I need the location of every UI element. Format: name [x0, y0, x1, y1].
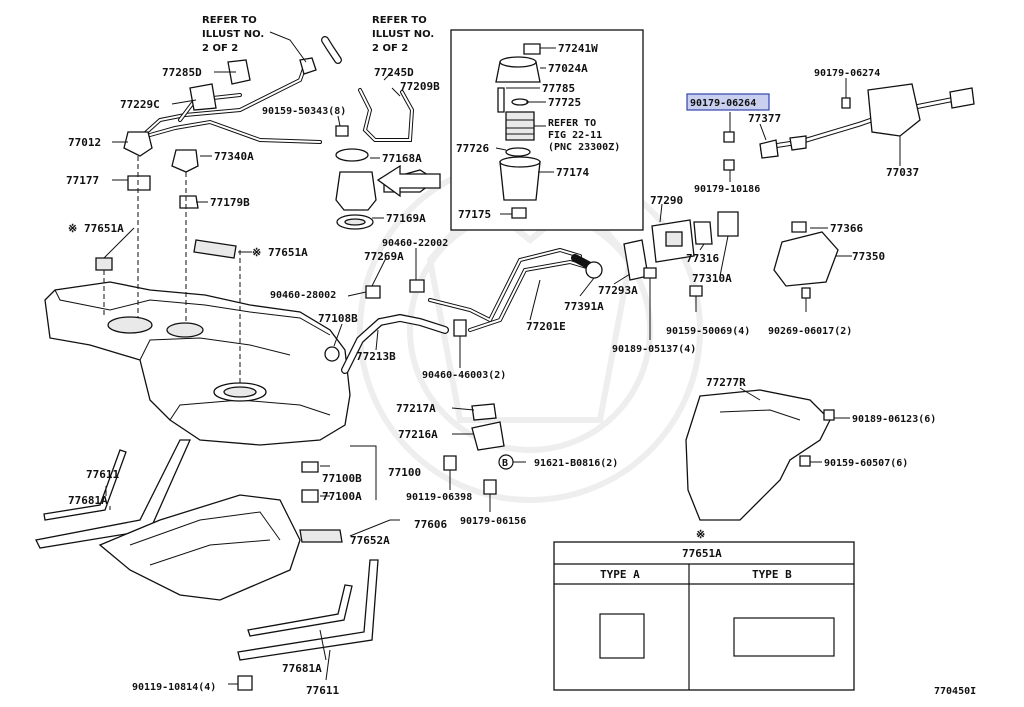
label-77651A-left: 77651A [84, 222, 124, 235]
type-table-col-b: TYPE B [752, 568, 792, 581]
label-77209B: 77209B [400, 80, 440, 93]
label-77277R: 77277R [706, 376, 746, 389]
label-90460-28002: 90460-28002 [270, 290, 336, 301]
label-91621-B0816: 91621-B0816(2) [534, 458, 618, 469]
label-77175: 77175 [458, 208, 491, 221]
label-77177: 77177 [66, 174, 99, 187]
label-90460-46003: 90460-46003(2) [422, 370, 506, 381]
label-77108B: 77108B [318, 312, 358, 325]
label-90179-10186: 90179-10186 [694, 184, 760, 195]
label-90269-06017: 90269-06017(2) [768, 326, 852, 337]
note-refer-illus-left-2: ILLUST NO. [202, 29, 264, 40]
label-77201E: 77201E [526, 320, 566, 333]
circle-b-marker [498, 454, 514, 470]
label-77391A: 77391A [564, 300, 604, 313]
note-refer-fig-1: REFER TO [548, 118, 596, 129]
type-table: ※ 77651A TYPE A TYPE B [553, 528, 855, 691]
grommets-left [95, 131, 241, 386]
vent-pipes [138, 36, 342, 144]
label-77100B: 77100B [322, 472, 362, 485]
pointer-arrow [376, 164, 441, 198]
label-90119-06398: 90119-06398 [406, 492, 472, 503]
label-77377: 77377 [748, 112, 781, 125]
label-90179-06264: 90179-06264 [690, 98, 756, 109]
note-refer-illus-right-1: REFER TO [372, 15, 427, 26]
note-refer-illus-right-2: ILLUST NO. [372, 29, 434, 40]
label-77606: 77606 [414, 518, 447, 531]
circle-b-letter: B [502, 458, 508, 469]
label-77310A: 77310A [692, 272, 732, 285]
opener-cable [723, 83, 975, 171]
note-refer-illus-left-3: 2 OF 2 [202, 43, 238, 54]
tank-brackets [35, 439, 379, 691]
asterisk-left: ※ [68, 222, 77, 235]
type-b-shape [733, 617, 835, 657]
label-77611-top: 77611 [86, 468, 119, 481]
label-90159-60507: 90159-60507(6) [824, 458, 908, 469]
label-77169A: 77169A [386, 212, 426, 225]
label-90159-50069: 90159-50069(4) [666, 326, 750, 337]
callout-labels: REFER TO ILLUST NO. 2 OF 2 REFER TO ILLU… [66, 15, 936, 697]
label-77241W: 77241W [558, 42, 598, 55]
filler-pipe [324, 247, 603, 374]
leader-lines [103, 31, 901, 685]
note-refer-illus-right-3: 2 OF 2 [372, 43, 408, 54]
label-77174: 77174 [556, 166, 589, 179]
pump-inset [450, 29, 644, 231]
label-77245D: 77245D [374, 66, 414, 79]
label-77229C: 77229C [120, 98, 160, 111]
label-77216A: 77216A [398, 428, 438, 441]
label-77037: 77037 [886, 166, 919, 179]
tank-clamps [301, 403, 505, 503]
label-77681A-top: 77681A [68, 494, 108, 507]
label-77293A: 77293A [598, 284, 638, 297]
diagram-id: 770450I [934, 686, 976, 697]
label-90189-05137: 90189-05137(4) [612, 344, 696, 355]
label-90119-10814: 90119-10814(4) [132, 682, 216, 693]
label-90189-06123: 90189-06123(6) [852, 414, 936, 425]
label-77726: 77726 [456, 142, 489, 155]
label-77213B: 77213B [356, 350, 396, 363]
label-77100A: 77100A [322, 490, 362, 503]
type-a-shape [599, 613, 645, 659]
note-refer-illus-left-1: REFER TO [202, 15, 257, 26]
label-77024A: 77024A [548, 62, 588, 75]
label-77651A-mid: 77651A [268, 246, 308, 259]
label-77366: 77366 [830, 222, 863, 235]
highlight-90179-06264 [686, 93, 770, 111]
label-77100: 77100 [388, 466, 421, 479]
label-90179-06156: 90179-06156 [460, 516, 526, 527]
type-table-header: 77651A [682, 547, 722, 560]
type-table-col-a: TYPE A [600, 568, 640, 581]
label-77611-bottom: 77611 [306, 684, 339, 697]
fuel-lid [773, 221, 839, 299]
label-90460-22002: 90460-22002 [382, 238, 448, 249]
label-77725: 77725 [548, 96, 581, 109]
label-77285D: 77285D [162, 66, 202, 79]
asterisk-mid: ※ [252, 246, 261, 259]
label-77340A: 77340A [214, 150, 254, 163]
label-90159-50343: 90159-50343(8) [262, 106, 346, 117]
fender-liner [685, 389, 835, 521]
label-77012: 77012 [68, 136, 101, 149]
label-77652A: 77652A [350, 534, 390, 547]
label-77290: 77290 [650, 194, 683, 207]
label-77681A-bottom: 77681A [282, 662, 322, 675]
filler-neck [623, 211, 739, 297]
label-77316: 77316 [686, 252, 719, 265]
label-77350: 77350 [852, 250, 885, 263]
label-77217A: 77217A [396, 402, 436, 415]
label-77785: 77785 [542, 82, 575, 95]
label-90179-06274: 90179-06274 [814, 68, 880, 79]
fuel-tank [44, 281, 351, 446]
label-77168A: 77168A [382, 152, 422, 165]
note-refer-fig-2: FIG 22-11 [548, 130, 602, 141]
type-table-asterisk: ※ [696, 528, 705, 541]
label-77179B: 77179B [210, 196, 250, 209]
note-refer-fig-3: (PNC 23300Z) [548, 142, 620, 153]
label-77269A: 77269A [364, 250, 404, 263]
